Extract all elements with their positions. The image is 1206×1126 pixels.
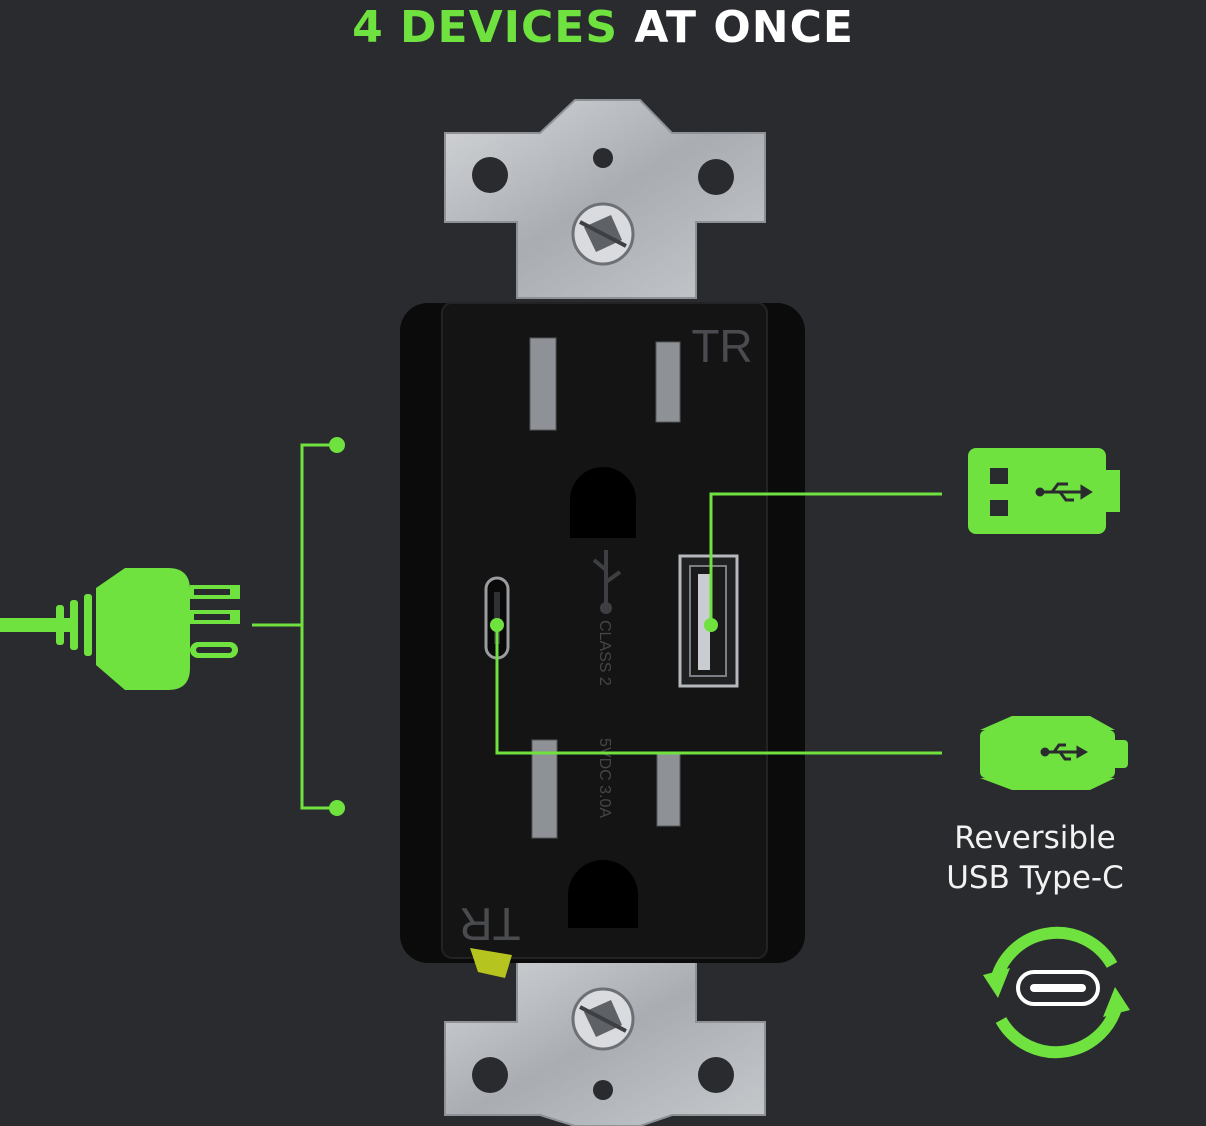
outlet-body xyxy=(400,302,805,978)
connector-dots xyxy=(329,437,718,816)
screw-icon xyxy=(571,202,635,266)
usb-trident-icon xyxy=(592,550,622,614)
caption-line-2: USB Type-C xyxy=(946,860,1124,896)
usb-rating-text: 5VDC 3.0A xyxy=(596,738,613,818)
usb-a-connector-icon xyxy=(968,448,1120,534)
top-mounting-strap xyxy=(444,99,766,299)
usb-class-text: CLASS 2 xyxy=(596,620,613,686)
outlet-marking-top: TR xyxy=(691,320,752,372)
usb-trident-icon xyxy=(1040,743,1089,761)
title-rest: AT ONCE xyxy=(634,2,854,53)
page-title: 4 DEVICES AT ONCE xyxy=(0,2,1206,53)
usb-trident-icon xyxy=(1035,482,1093,502)
ac-plug-icon xyxy=(0,568,240,690)
usb-c-caption: Reversible USB Type-C xyxy=(930,818,1140,898)
screw-icon xyxy=(571,987,635,1051)
upper-receptacle xyxy=(529,337,681,538)
bottom-mounting-strap xyxy=(444,949,766,1126)
usb-c-connector-icon xyxy=(980,716,1128,790)
caption-line-1: Reversible xyxy=(954,820,1116,856)
title-accent: 4 DEVICES xyxy=(352,2,619,53)
reversible-arrows-icon xyxy=(983,926,1130,1059)
connector-lines xyxy=(252,443,942,810)
outlet-marking-bottom: TR xyxy=(459,898,520,950)
lower-receptacle xyxy=(531,739,681,928)
